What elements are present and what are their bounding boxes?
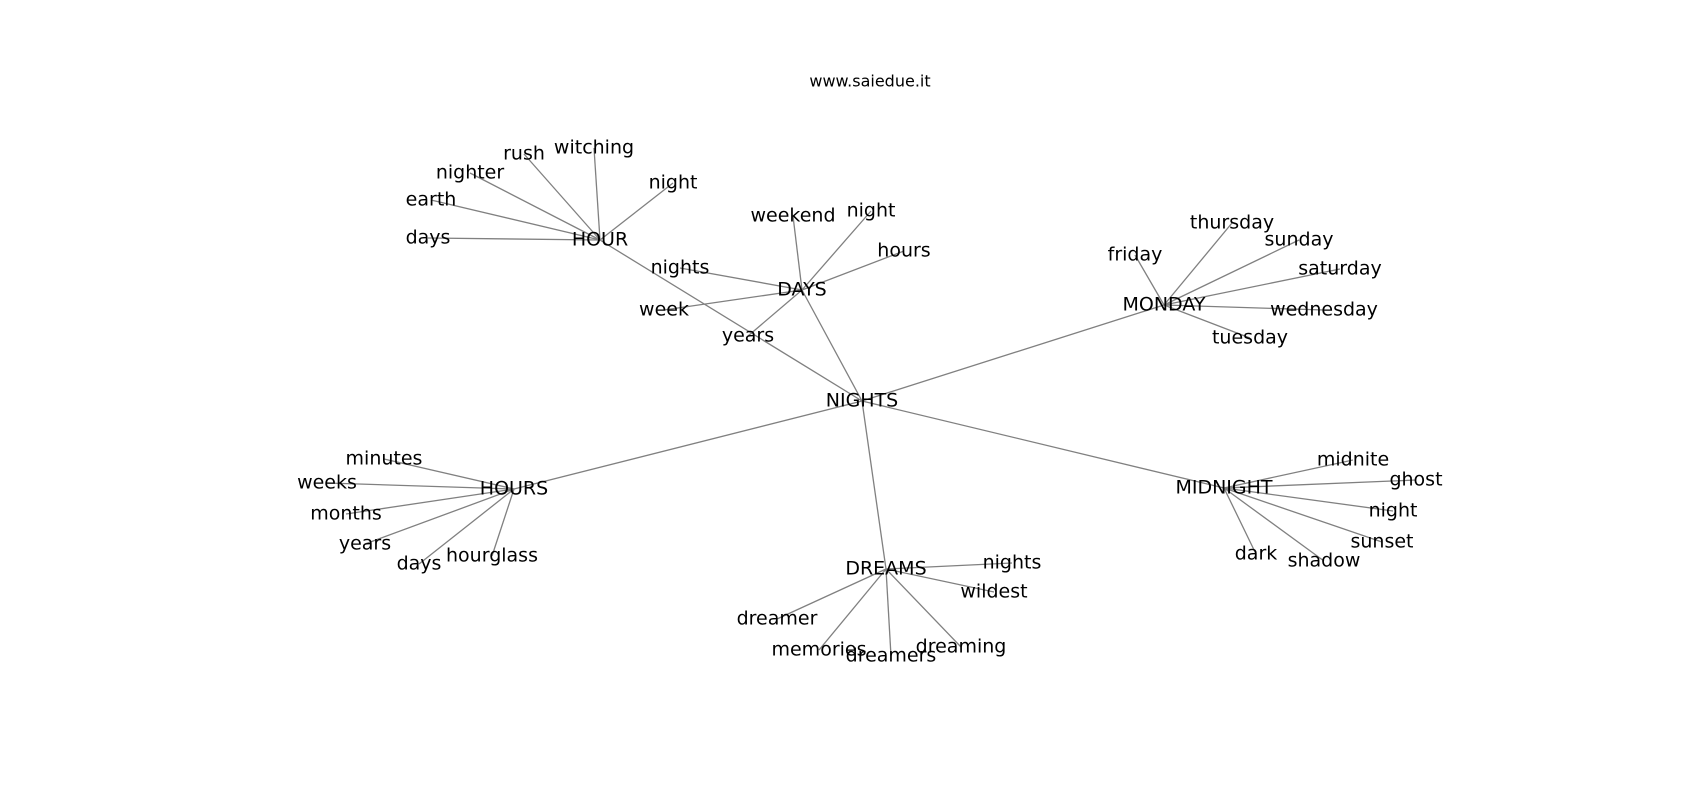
leaf-label-dreams-nights: nights	[983, 552, 1042, 574]
edge-dreams-dreams_dreamers	[885, 568, 892, 657]
leaf-label-midnight-ghost: ghost	[1389, 469, 1442, 491]
edge-days_hub-days_nights	[679, 267, 803, 291]
leaf-label-dreams-dreaming: dreaming	[916, 636, 1007, 658]
edge-hour-hour_witching	[593, 147, 601, 241]
edge-midnight-midnight_ghost	[1223, 479, 1417, 489]
leaf-label-hours-weeks: weeks	[297, 472, 357, 494]
leaf-label-dreams-dreamers: dreamers	[846, 645, 937, 667]
edge-hour-hour_nighter	[469, 172, 601, 241]
edge-dreams-dreams_wildest	[885, 568, 995, 593]
edge-days_hub-days_years	[747, 289, 803, 337]
edge-dreams-dreams_dreaming	[885, 568, 962, 648]
edge-monday-monday_tuesday	[1163, 304, 1251, 339]
leaf-label-monday-sunday: sunday	[1265, 229, 1334, 251]
leaf-label-hour-earth: earth	[406, 189, 457, 211]
leaf-label-monday-tuesday: tuesday	[1212, 327, 1288, 349]
edge-midnight-midnight_midnite	[1223, 459, 1354, 489]
leaf-label-hour-night: night	[649, 172, 698, 194]
hub-label-days-hub: DAYS	[777, 279, 827, 301]
edge-nights_center-dreams	[861, 400, 887, 570]
edge-days_hub-days_night	[801, 210, 872, 291]
edge-days_hub-days_hours	[801, 250, 905, 291]
edge-days_hub-days_weekend	[792, 215, 803, 291]
leaf-label-midnight-night: night	[1369, 500, 1418, 522]
leaf-label-dreams-dreamer: dreamer	[737, 608, 818, 630]
edge-nights_center-hours_hub	[513, 400, 863, 490]
leaf-label-days-years: years	[722, 325, 774, 347]
leaf-label-hour-nighter: nighter	[436, 162, 505, 184]
leaf-label-monday-saturday: saturday	[1298, 258, 1381, 280]
leaf-label-days-week: week	[639, 299, 689, 321]
edge-hours_hub-hours_minutes	[383, 458, 515, 490]
edge-midnight-midnight_sunset	[1223, 487, 1383, 543]
leaf-label-days-weekend: weekend	[750, 205, 835, 227]
leaf-label-dreams-wildest: wildest	[960, 581, 1027, 603]
hub-label-dreams: DREAMS	[845, 558, 926, 580]
leaf-label-monday-wednesday: wednesday	[1270, 299, 1378, 321]
leaf-label-hours-years: years	[339, 533, 391, 555]
edge-nights_center-midnight	[861, 400, 1225, 489]
leaf-label-days-nights: nights	[651, 257, 710, 279]
edge-monday-monday_wednesday	[1163, 304, 1325, 311]
leaf-label-monday-friday: friday	[1108, 244, 1163, 266]
leaf-label-hour-witching: witching	[554, 137, 634, 159]
edge-nights_center-hour	[599, 239, 863, 402]
edge-hours_hub-hours_days	[418, 488, 515, 565]
edge-hours_hub-hours_weeks	[326, 482, 515, 490]
leaf-label-hour-days: days	[406, 227, 451, 249]
edge-monday-monday_sunday	[1163, 239, 1300, 306]
leaf-label-monday-thursday: thursday	[1190, 212, 1274, 234]
edge-hours_hub-hours_years	[364, 488, 515, 545]
edge-hours_hub-hours_hourglass	[491, 488, 515, 557]
edge-nights_center-days_hub	[801, 289, 863, 402]
edge-dreams-dreams_dreamer	[776, 568, 887, 620]
edge-monday-monday_thursday	[1163, 222, 1233, 306]
leaf-label-dreams-memories: memories	[771, 639, 866, 661]
leaf-label-midnight-sunset: sunset	[1350, 531, 1413, 553]
edge-hour-hour_earth	[430, 199, 601, 241]
leaf-label-hours-hourglass: hourglass	[446, 545, 538, 567]
hub-label-nights-center: NIGHTS	[826, 390, 899, 412]
site-label: www.saiedue.it	[809, 72, 930, 91]
leaf-label-midnight-shadow: shadow	[1288, 550, 1361, 572]
leaf-label-hour-rush: rush	[503, 143, 545, 165]
edge-midnight-midnight_shadow	[1223, 487, 1325, 562]
node-label-layer: NIGHTS HOUR DAYS MONDAY HOURS MIDNIGHT DREAMS r…	[297, 137, 1442, 667]
leaf-label-hours-months: months	[310, 503, 382, 525]
leaf-label-midnight-midnite: midnite	[1317, 449, 1389, 471]
hub-label-hour: HOUR	[572, 229, 628, 251]
edge-dreams-dreams_memories	[818, 568, 887, 651]
edge-hours_hub-hours_months	[345, 488, 515, 515]
hub-label-midnight: MIDNIGHT	[1175, 477, 1272, 499]
edge-midnight-midnight_dark	[1223, 487, 1257, 555]
edge-monday-monday_saturday	[1163, 268, 1341, 306]
leaf-label-hours-days: days	[397, 553, 442, 575]
edge-nights_center-monday	[861, 304, 1165, 402]
edge-hour-hour_days	[427, 237, 601, 241]
leaf-label-hours-minutes: minutes	[346, 448, 423, 470]
hub-label-monday: MONDAY	[1123, 294, 1206, 316]
leaf-label-midnight-dark: dark	[1235, 543, 1278, 565]
leaf-label-days-hours: hours	[877, 240, 930, 262]
edge-midnight-midnight_night	[1223, 487, 1394, 512]
edge-monday-monday_friday	[1134, 254, 1165, 306]
hub-label-hours-hub: HOURS	[480, 478, 548, 500]
edge-hour-hour_rush	[523, 153, 601, 241]
edge-dreams-dreams_nights	[885, 562, 1013, 570]
edge-layer	[326, 147, 1417, 657]
leaf-label-days-night: night	[847, 200, 896, 222]
edge-hour-hour_night	[599, 182, 674, 241]
edge-days_hub-days_week	[663, 289, 803, 311]
